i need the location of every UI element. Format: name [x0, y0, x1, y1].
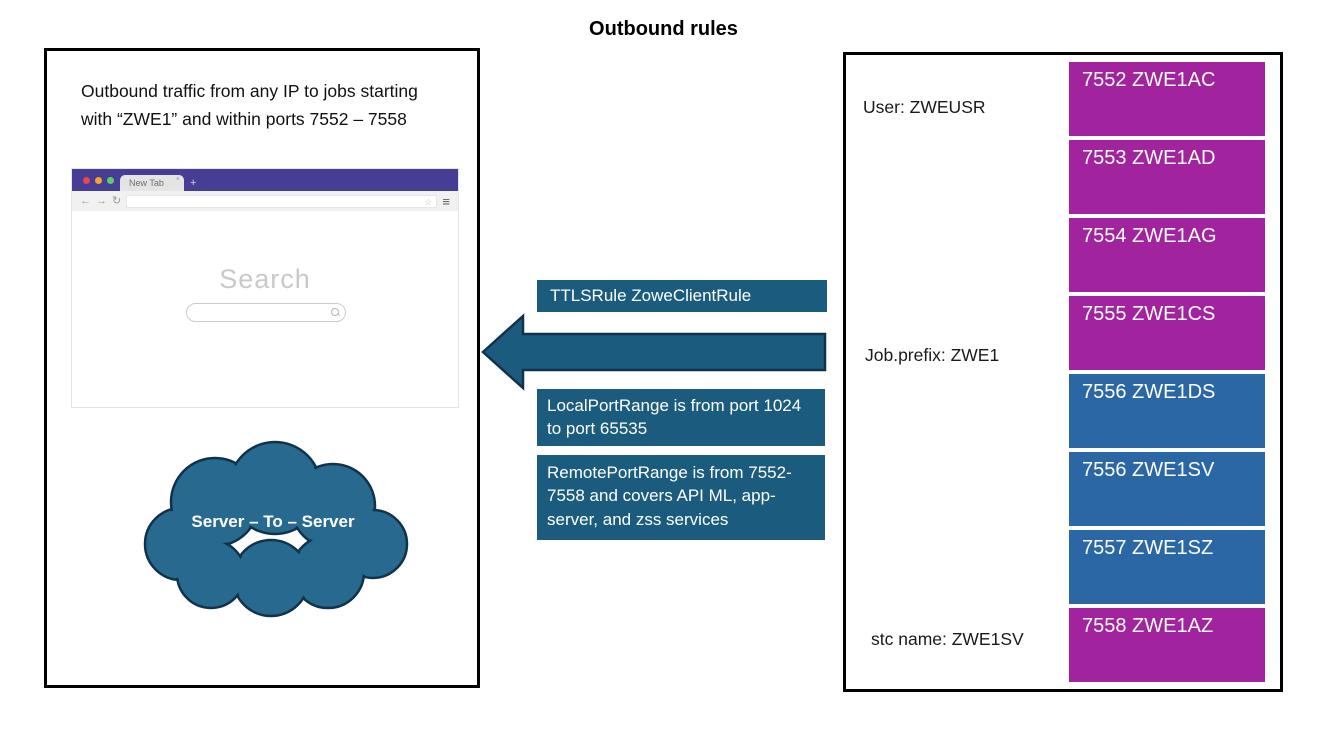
- url-input[interactable]: ☆: [126, 194, 438, 208]
- forward-icon[interactable]: →: [96, 194, 107, 207]
- new-tab-icon[interactable]: +: [190, 177, 197, 189]
- search-heading: Search: [219, 264, 311, 294]
- cloud-label: Server – To – Server: [191, 512, 355, 531]
- browser-toolbar: ← → ↻ ☆ ≡: [72, 191, 458, 211]
- reload-icon[interactable]: ↻: [112, 194, 122, 207]
- minimize-window-icon[interactable]: [95, 177, 102, 184]
- job-box: 7555 ZWE1CS: [1069, 296, 1265, 370]
- browser-mockup: New Tab × + ← → ↻ ☆ ≡ Search: [71, 168, 459, 408]
- maximize-window-icon[interactable]: [107, 177, 114, 184]
- local-port-range-label: LocalPortRange is from port 1024 to port…: [537, 389, 825, 446]
- window-traffic-lights: [83, 177, 114, 184]
- cloud-shape: [143, 440, 409, 618]
- search-icon: [331, 308, 339, 316]
- tab-close-icon[interactable]: ×: [175, 176, 180, 183]
- job-box: 7557 ZWE1SZ: [1069, 530, 1265, 604]
- server-panel: User: ZWEUSR Job.prefix: ZWE1 stc name: …: [843, 52, 1283, 692]
- browser-titlebar: New Tab × +: [72, 169, 458, 191]
- job-prefix-label: Job.prefix: ZWE1: [865, 345, 1000, 365]
- job-box: 7552 ZWE1AC: [1069, 62, 1265, 136]
- job-box: 7554 ZWE1AG: [1069, 218, 1265, 292]
- menu-icon[interactable]: ≡: [442, 193, 450, 209]
- search-input[interactable]: [186, 303, 346, 322]
- client-panel: Outbound traffic from any IP to jobs sta…: [44, 48, 480, 688]
- left-arrow: [481, 313, 827, 391]
- server-cloud: Server – To – Server: [123, 426, 423, 626]
- stc-name-label: stc name: ZWE1SV: [871, 629, 1024, 649]
- job-box: 7553 ZWE1AD: [1069, 140, 1265, 214]
- remote-port-range-label: RemotePortRange is from 7552-7558 and co…: [537, 455, 825, 540]
- bookmark-star-icon[interactable]: ☆: [424, 196, 433, 207]
- user-label: User: ZWEUSR: [863, 97, 986, 117]
- job-box: 7558 ZWE1AZ: [1069, 608, 1265, 682]
- ttls-rule-label: TTLSRule ZoweClientRule: [537, 280, 827, 312]
- job-box: 7556 ZWE1SV: [1069, 452, 1265, 526]
- back-icon[interactable]: ←: [80, 194, 91, 207]
- job-box: 7556 ZWE1DS: [1069, 374, 1265, 448]
- page-title: Outbound rules: [589, 18, 738, 40]
- close-window-icon[interactable]: [83, 177, 90, 184]
- browser-tab[interactable]: New Tab ×: [120, 175, 184, 191]
- browser-tab-label: New Tab: [129, 178, 164, 188]
- outbound-description: Outbound traffic from any IP to jobs sta…: [81, 81, 418, 129]
